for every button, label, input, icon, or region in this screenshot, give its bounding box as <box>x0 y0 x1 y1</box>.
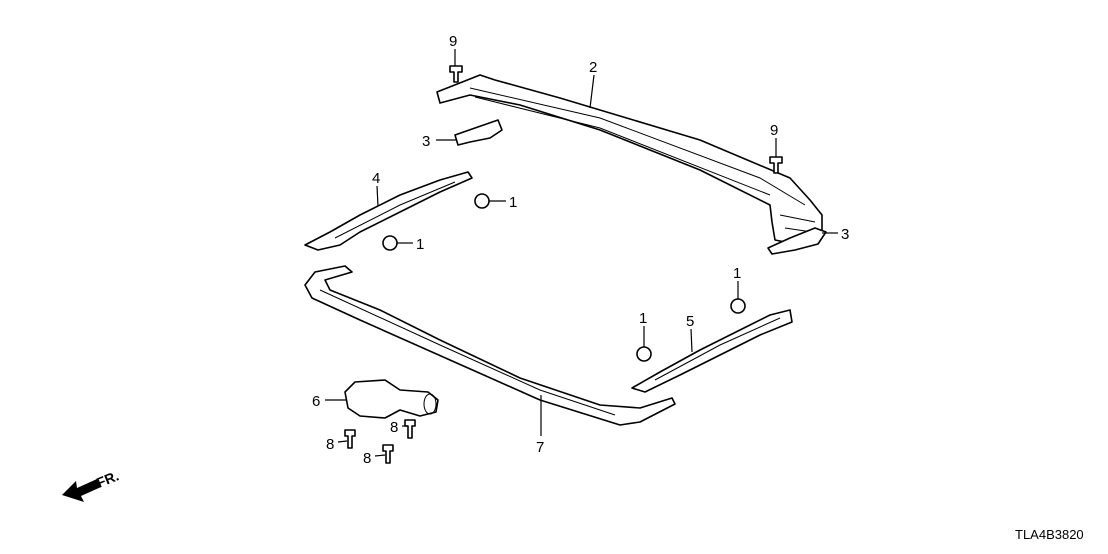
callout-9: 9 <box>770 122 778 139</box>
motor-part <box>344 379 439 419</box>
arrow-left-icon <box>62 479 101 502</box>
callout-2: 2 <box>589 59 597 76</box>
diagram-code: TLA4B3820 <box>1015 527 1084 542</box>
callout-1: 1 <box>639 310 647 327</box>
leader-lines <box>325 49 838 457</box>
direction-label: FR. <box>94 467 121 490</box>
callouts: 9 2 9 3 4 1 1 3 1 1 5 6 7 8 8 8 <box>312 33 849 467</box>
front-direction-indicator: FR. <box>62 467 121 502</box>
callout-1: 1 <box>509 194 517 211</box>
callout-1: 1 <box>416 236 424 253</box>
callout-8: 8 <box>363 450 371 467</box>
callout-3: 3 <box>841 226 849 243</box>
callout-4: 4 <box>372 170 380 187</box>
callout-5: 5 <box>686 313 694 330</box>
rear-frame-part <box>304 265 676 426</box>
nut-part <box>382 193 746 362</box>
callout-9: 9 <box>449 33 457 50</box>
bracket-part <box>454 119 827 255</box>
callout-7: 7 <box>536 439 544 456</box>
callout-3: 3 <box>422 133 430 150</box>
left-guide-rail-part <box>304 171 473 251</box>
front-rail-part <box>436 74 823 246</box>
right-guide-rail-part <box>631 309 793 393</box>
callout-1: 1 <box>733 265 741 282</box>
callout-8: 8 <box>390 419 398 436</box>
callout-6: 6 <box>312 393 320 410</box>
clip-part <box>449 65 783 174</box>
callout-8: 8 <box>326 436 334 453</box>
